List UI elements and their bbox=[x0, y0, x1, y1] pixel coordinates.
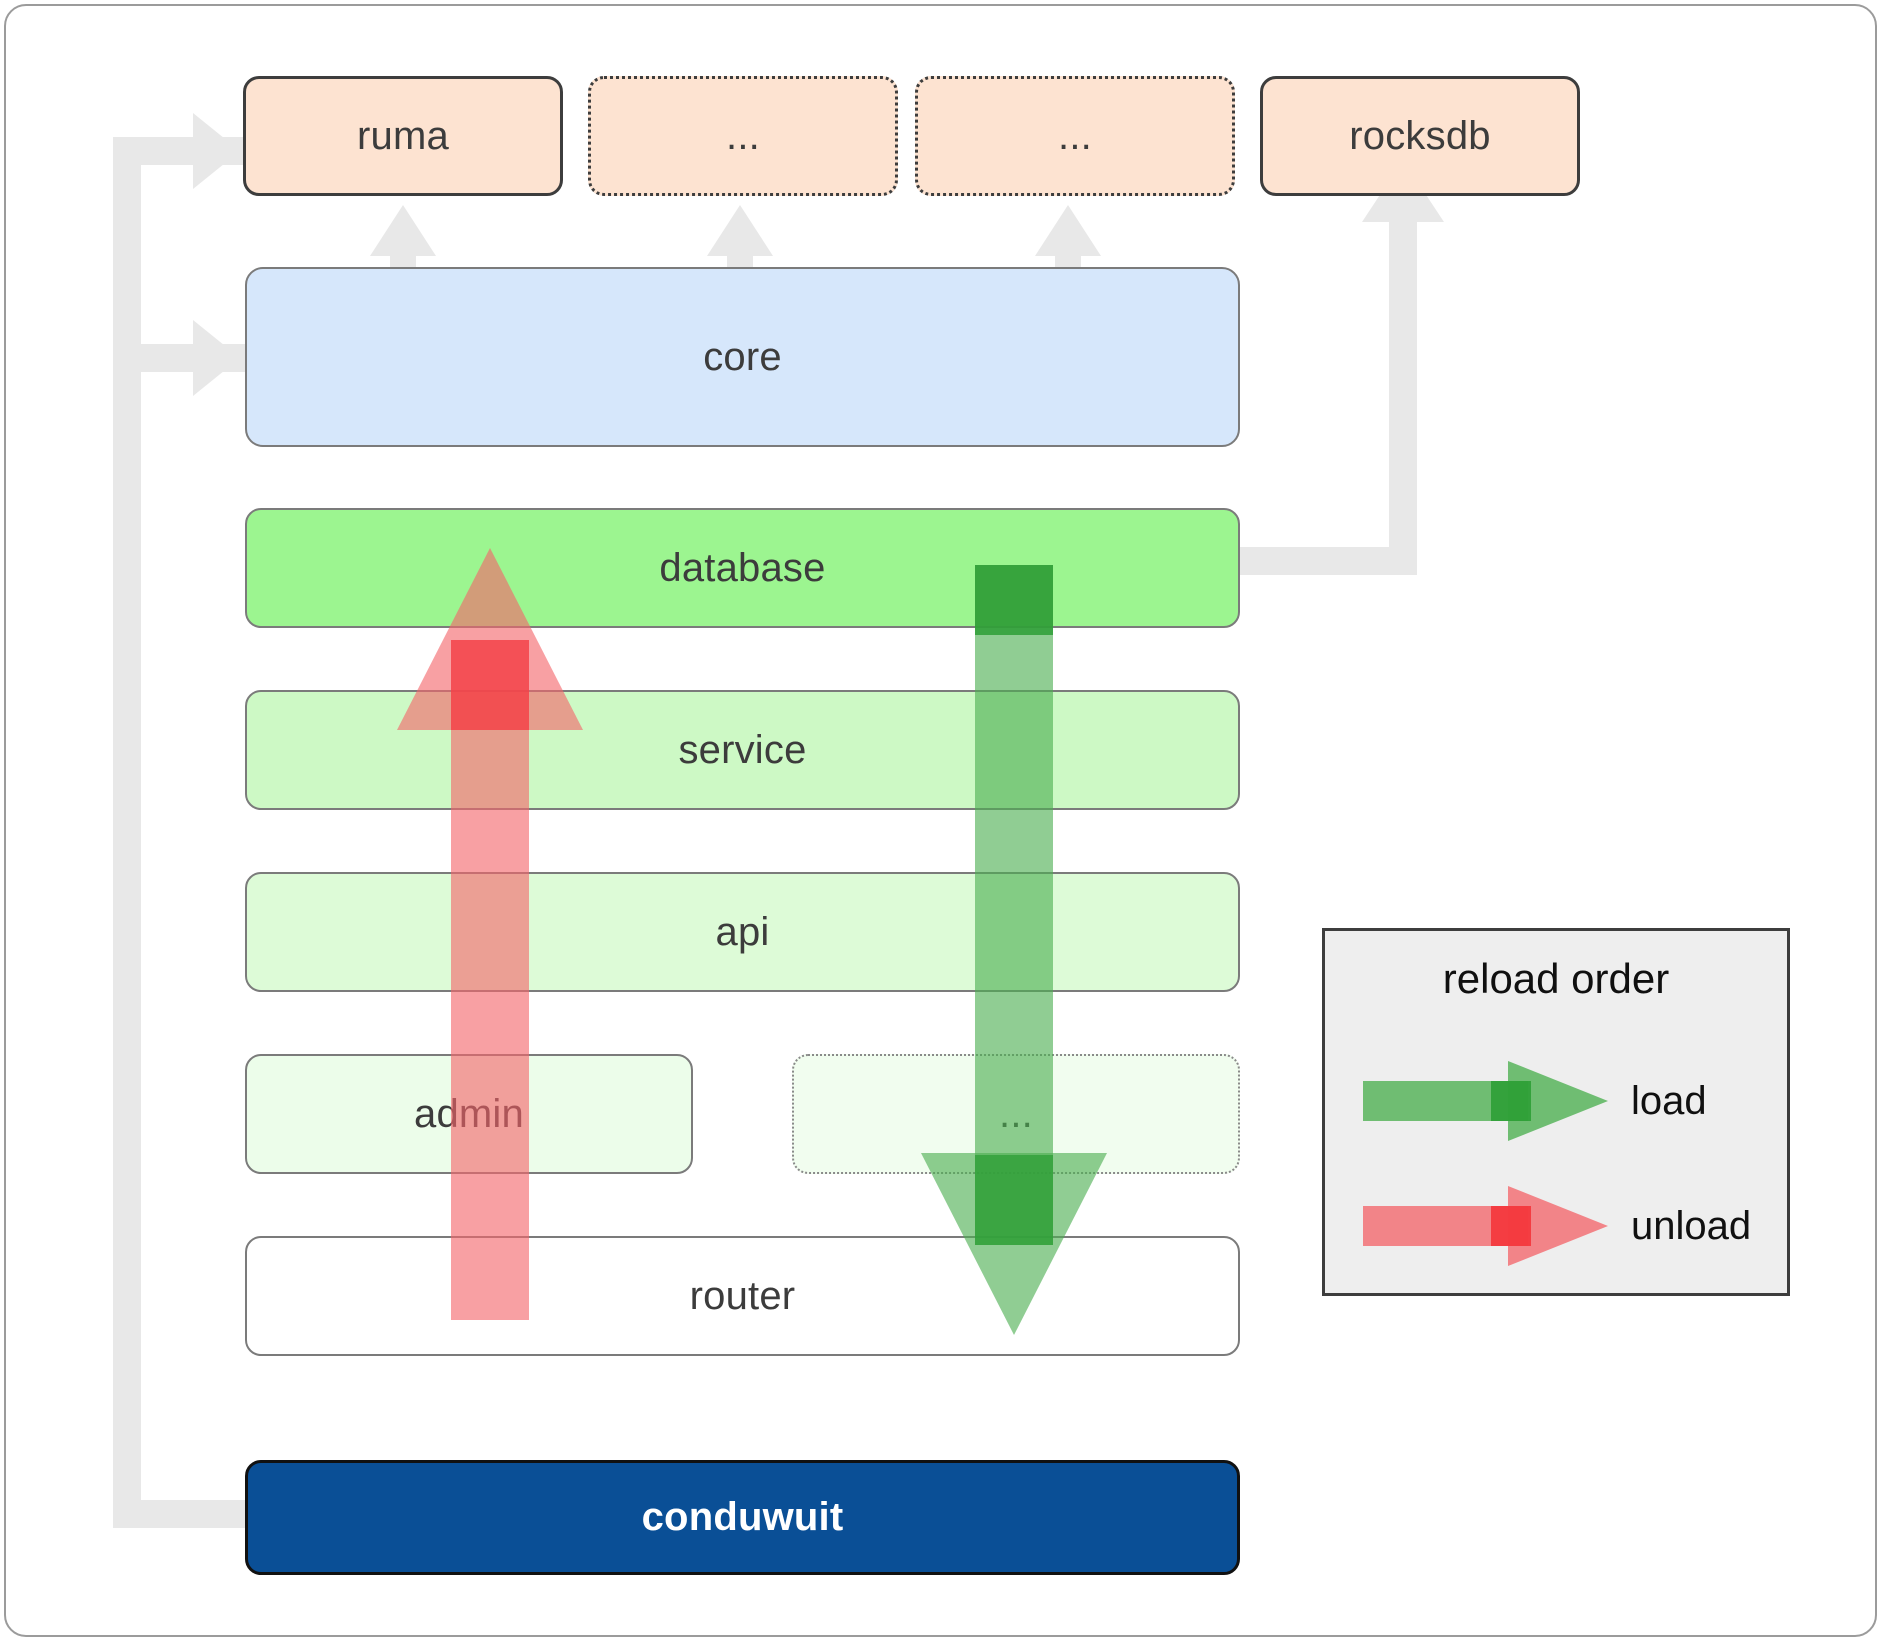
layer-label: ... bbox=[999, 1091, 1033, 1136]
layer-label: router bbox=[689, 1273, 796, 1318]
layer-node-database[interactable]: database bbox=[245, 508, 1240, 628]
legend-label-load: load bbox=[1631, 1078, 1707, 1123]
layer-label: api bbox=[715, 909, 770, 954]
crate-label: ... bbox=[1058, 113, 1092, 158]
layer-node-ellipsis-3[interactable]: ... bbox=[792, 1054, 1240, 1174]
crate-label: ... bbox=[726, 113, 760, 158]
unload-legend-icon bbox=[1363, 1186, 1608, 1266]
legend-row-unload: unload bbox=[1363, 1181, 1763, 1271]
root-label: conduwuit bbox=[641, 1495, 844, 1539]
crate-node-ruma[interactable]: ruma bbox=[243, 76, 563, 196]
layer-node-core[interactable]: core bbox=[245, 267, 1240, 447]
crate-node-ellipsis-1[interactable]: ... bbox=[588, 76, 898, 196]
crate-node-rocksdb[interactable]: rocksdb bbox=[1260, 76, 1580, 196]
layer-label: admin bbox=[414, 1091, 524, 1136]
layer-node-admin[interactable]: admin bbox=[245, 1054, 693, 1174]
root-node-conduwuit[interactable]: conduwuit bbox=[245, 1460, 1240, 1575]
layer-node-router[interactable]: router bbox=[245, 1236, 1240, 1356]
legend-row-load: load bbox=[1363, 1056, 1763, 1146]
crate-label: rocksdb bbox=[1349, 113, 1491, 158]
crate-node-ellipsis-2[interactable]: ... bbox=[915, 76, 1235, 196]
legend-label-unload: unload bbox=[1631, 1203, 1752, 1248]
diagram-frame bbox=[4, 4, 1877, 1637]
layer-label: core bbox=[703, 334, 782, 379]
load-legend-icon bbox=[1363, 1061, 1608, 1141]
layer-node-service[interactable]: service bbox=[245, 690, 1240, 810]
legend-title: reload order bbox=[1442, 955, 1670, 1002]
legend-panel: reload order load unload bbox=[1322, 928, 1790, 1296]
crate-label: ruma bbox=[357, 113, 449, 158]
layer-node-api[interactable]: api bbox=[245, 872, 1240, 992]
layer-label: database bbox=[659, 545, 826, 590]
layer-label: service bbox=[678, 727, 807, 772]
